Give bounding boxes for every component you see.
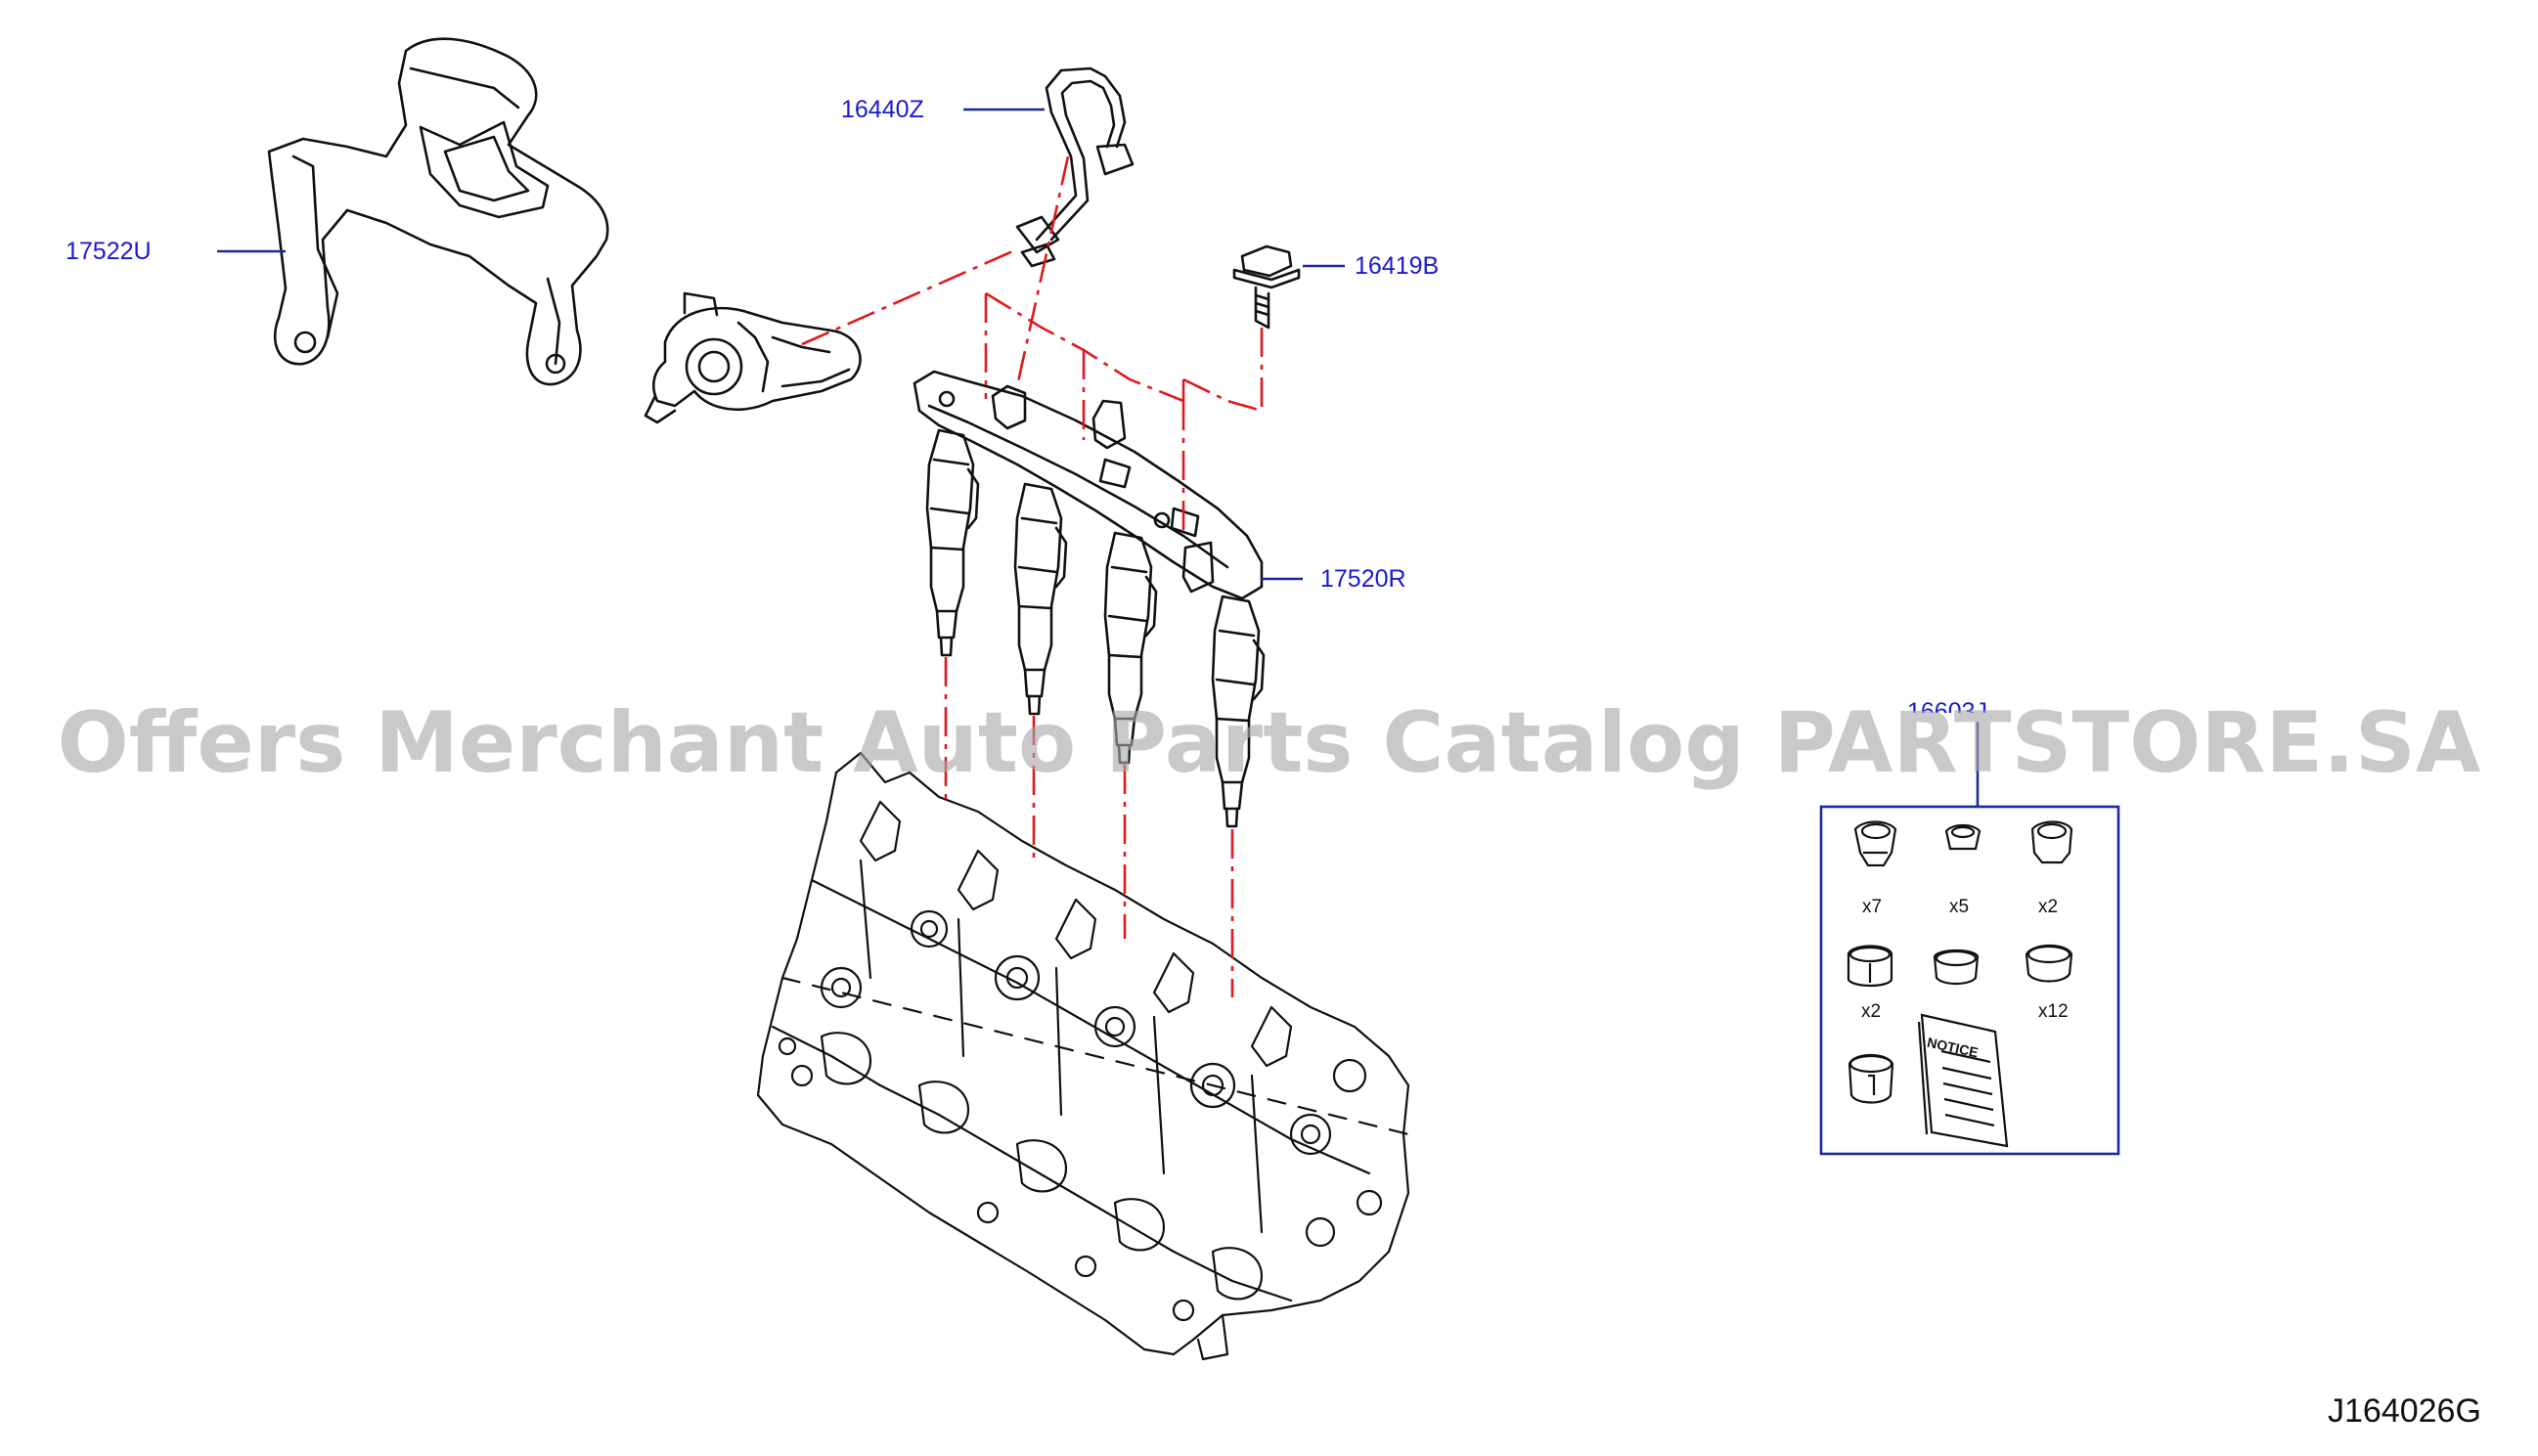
kit-qty-2: x5 xyxy=(1949,897,1970,917)
leader-lines xyxy=(217,108,1980,807)
callout-16419b[interactable]: 16419B xyxy=(1355,252,1440,280)
fuel-pump-drawing xyxy=(644,291,862,424)
diagram-id: J164026G xyxy=(2328,1392,2481,1430)
cylinder-head-drawing xyxy=(756,751,1410,1361)
phantom-lines xyxy=(801,155,1264,997)
kit-qty-1: x7 xyxy=(1862,897,1883,917)
kit-qty-3: x2 xyxy=(2038,897,2059,917)
callout-17520r[interactable]: 17520R xyxy=(1320,565,1406,593)
injector-4-drawing xyxy=(1211,595,1266,828)
bracket-17522u-drawing xyxy=(267,37,609,386)
injector-2-drawing xyxy=(1013,482,1068,716)
watermark-text: Offers Merchant Auto Parts Catalog PARTS… xyxy=(57,694,2481,792)
callout-17522u[interactable]: 17522U xyxy=(66,238,152,265)
fuel-tube-16440z-drawing xyxy=(1015,66,1135,268)
kit-qty-5: x12 xyxy=(2038,1001,2069,1022)
callout-16440z[interactable]: 16440Z xyxy=(841,96,924,123)
injector-1-drawing xyxy=(925,428,980,657)
fuel-rail-17520r-drawing xyxy=(913,370,1264,600)
injector-3-drawing xyxy=(1103,531,1158,765)
bolt-16419b-drawing xyxy=(1232,244,1301,330)
kit-qty-4: x2 xyxy=(1861,1001,1882,1022)
callout-16603j[interactable]: 16603J xyxy=(1907,700,1987,713)
seal-kit-drawing xyxy=(1819,805,2120,1156)
